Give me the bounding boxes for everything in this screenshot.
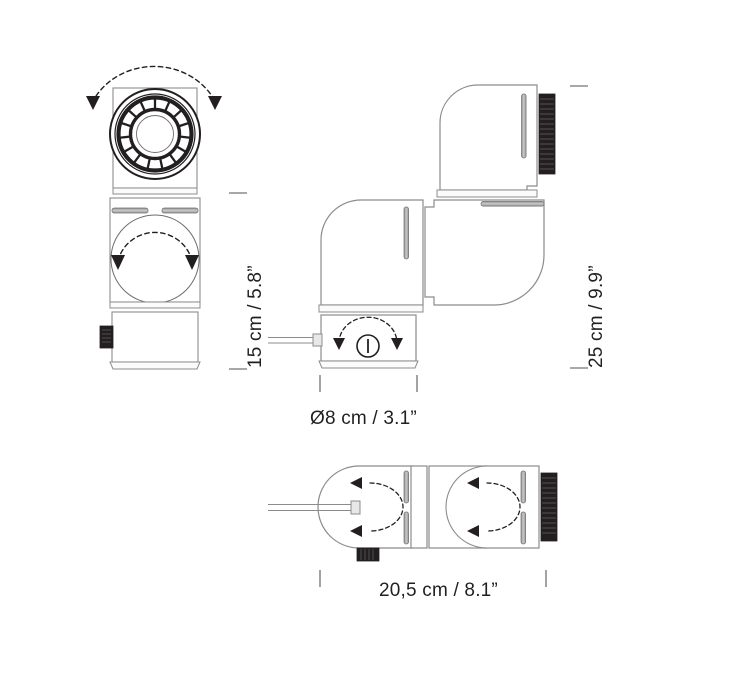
side-connector bbox=[99, 325, 114, 349]
vent-slot bbox=[403, 206, 409, 260]
head-cylinder bbox=[428, 465, 558, 549]
head-mid-joint bbox=[112, 187, 198, 195]
dimension-line-height-front bbox=[229, 192, 247, 370]
power-cable bbox=[268, 500, 361, 515]
base-module bbox=[99, 311, 201, 370]
lower-right-elbow-module bbox=[424, 199, 545, 306]
vent-slot bbox=[520, 470, 526, 504]
head-fin-grille bbox=[538, 93, 556, 175]
head-rotation-arc bbox=[467, 477, 521, 537]
power-cable bbox=[268, 333, 323, 347]
dimension-line-height-side bbox=[570, 85, 588, 369]
dimension-line-diameter bbox=[319, 375, 418, 392]
side-connector bbox=[356, 547, 380, 562]
dimension-label-height-front: 15 cm / 5.8” bbox=[245, 265, 266, 368]
vent-slot bbox=[161, 207, 199, 214]
dimension-label-height-side: 25 cm / 9.9” bbox=[586, 265, 607, 368]
mid-base-joint bbox=[109, 301, 201, 309]
dial-rotation-arc bbox=[333, 316, 403, 350]
view-side-elevation bbox=[268, 84, 588, 392]
dimension-label-diameter: Ø8 cm / 3.1” bbox=[310, 408, 417, 429]
view-front-elevation bbox=[86, 65, 247, 370]
vent-slot bbox=[480, 201, 545, 207]
view-top-plan bbox=[268, 465, 558, 587]
vent-slot bbox=[521, 93, 527, 159]
head-rotation-arc bbox=[86, 65, 222, 110]
head-fin-grille bbox=[540, 472, 558, 542]
rotating-mid-module bbox=[109, 197, 201, 304]
vent-slot bbox=[520, 511, 526, 545]
base-module-with-dial bbox=[268, 314, 419, 369]
lamp-head-grille bbox=[109, 88, 201, 180]
upper-elbow-joint bbox=[436, 189, 538, 198]
vent-slot bbox=[403, 470, 409, 504]
mid-rotation-arc bbox=[111, 231, 199, 270]
lower-left-elbow-module bbox=[320, 199, 424, 306]
lower-elbow-joint bbox=[318, 304, 424, 313]
base-foot bbox=[318, 360, 419, 369]
base-cylinder bbox=[268, 465, 428, 562]
power-dial-knob[interactable] bbox=[356, 334, 380, 358]
dimension-label-width-top: 20,5 cm / 8.1” bbox=[379, 580, 498, 601]
vent-slot bbox=[111, 207, 149, 214]
vent-slot bbox=[403, 511, 409, 545]
base-foot bbox=[109, 361, 201, 370]
upper-elbow-module bbox=[439, 84, 538, 191]
dimension-line-width-top bbox=[319, 570, 547, 587]
base-rotation-arc bbox=[350, 477, 404, 537]
